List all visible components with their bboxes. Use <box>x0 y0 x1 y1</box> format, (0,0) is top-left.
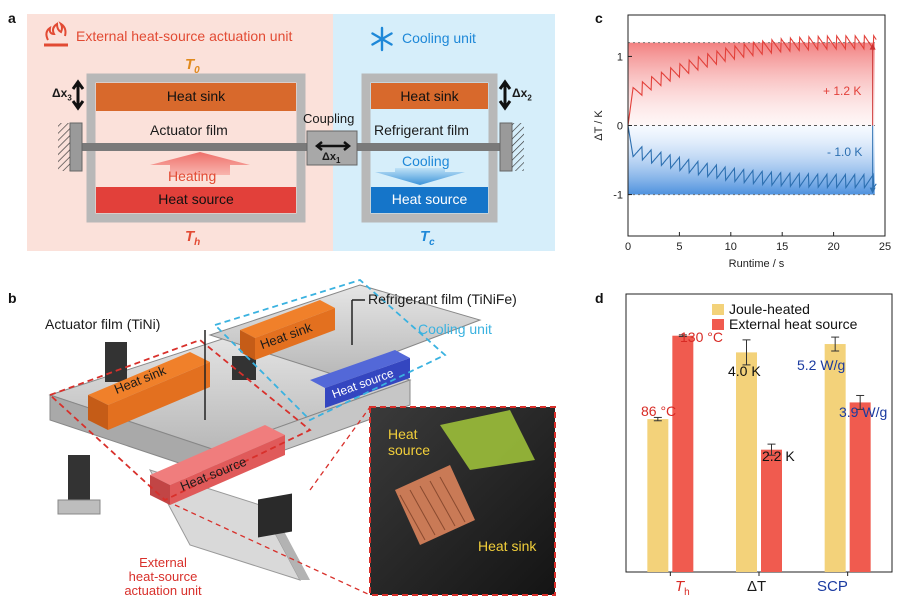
cooling-arrow <box>375 168 465 185</box>
heat-sink-right <box>371 83 488 109</box>
x-tick-label: 0 <box>625 241 631 253</box>
bar-label-22k: 2.2 K <box>762 448 795 464</box>
heat-sink-b1 <box>108 362 210 430</box>
chart-c-plus-label: + 1.2 K <box>823 84 862 98</box>
bar-0-2 <box>824 344 846 572</box>
external-line-1: External <box>139 555 187 570</box>
panel-d-label: d <box>595 290 604 306</box>
legend-label: Joule-heated <box>729 301 810 317</box>
x-tick-label: 10 <box>725 241 737 253</box>
heat-sink-right-label: Heat sink <box>400 88 459 104</box>
bar-1-0 <box>672 335 694 572</box>
series-line-0 <box>627 33 877 126</box>
photo-heat-sink-label: Heat sink <box>478 538 537 554</box>
bar-0-1 <box>736 352 757 572</box>
panel-a-label: a <box>8 10 16 26</box>
cooling-unit-title: Cooling unit <box>402 30 476 46</box>
x-tick-label: 20 <box>827 241 839 253</box>
external-unit-label: External heat-source actuation unit <box>108 556 218 598</box>
upper-band <box>628 42 875 126</box>
t0-label: T0 <box>185 56 200 76</box>
heating-arrow <box>150 152 250 175</box>
tc-label: Tc <box>420 228 435 248</box>
bar-label-52: 5.2 W/g <box>797 357 846 373</box>
actuation-unit-title: External heat-source actuation unit <box>76 28 293 44</box>
bar-0-0 <box>647 419 669 572</box>
refrigerant-film-label: Refrigerant film <box>374 122 469 138</box>
heat-source-left-label: Heat source <box>158 191 234 207</box>
actuator-film-tini-label: Actuator film (TiNi) <box>45 316 161 332</box>
legend-swatch <box>712 319 724 330</box>
photo-heat-source-label: Heat source <box>388 426 431 458</box>
coupling-label: Coupling <box>303 111 355 126</box>
heat-source-b2 <box>325 358 410 408</box>
photo-pcb <box>440 410 535 470</box>
heating-label: Heating <box>168 168 217 184</box>
x-axis-label: Runtime / s <box>729 258 785 270</box>
dx2-label: Δx2 <box>512 86 532 103</box>
x-tick-label: 5 <box>676 241 682 253</box>
legend-swatch <box>712 304 724 315</box>
bar-label-86: 86 °C <box>641 403 677 419</box>
y-tick-label: 0 <box>617 121 623 133</box>
legend-label: External heat source <box>729 316 858 332</box>
chart-c-minus-label: - 1.0 K <box>827 145 863 159</box>
cooling-unit-outline <box>213 278 447 422</box>
heat-sink-b2 <box>255 308 335 360</box>
actuation-unit-outline <box>48 338 312 502</box>
bar-1-2 <box>849 402 871 572</box>
heat-sink-left-label: Heat sink <box>166 88 226 104</box>
bar-label-39: 3.9 W/g <box>839 404 888 420</box>
heat-source-right <box>371 187 488 213</box>
x-label-th: Th <box>675 578 690 598</box>
lower-band <box>628 125 875 195</box>
cooling-unit-b-label: Cooling unit <box>418 321 492 337</box>
double-arrow-icon <box>314 141 352 151</box>
film-bar <box>82 143 512 151</box>
y-axis-label: ΔT / K <box>593 110 605 141</box>
snowflake-icon <box>371 26 393 52</box>
th-label: Th <box>185 228 201 248</box>
heat-source-right-label: Heat source <box>391 191 468 207</box>
cooling-label: Cooling <box>402 153 450 169</box>
coupling-block <box>306 130 358 166</box>
external-line-2: heat-source <box>128 569 198 584</box>
y-tick-label: 1 <box>617 51 623 63</box>
bar-1-1 <box>761 449 782 572</box>
x-tick-label: 15 <box>776 241 788 253</box>
heat-source-left <box>96 187 296 213</box>
x-tick-label: 25 <box>879 241 891 253</box>
vertical-double-arrow-icon <box>71 79 512 111</box>
panel-b-label: b <box>8 290 17 306</box>
dx3-label: Δx3 <box>52 86 72 103</box>
x-label-dt: ΔT <box>747 578 767 595</box>
left-foot <box>68 455 90 505</box>
end-block <box>258 493 292 538</box>
heat-sink-left <box>96 83 296 111</box>
flame-icon <box>44 21 68 47</box>
panel-c-label: c <box>595 10 603 26</box>
actuator-film-label: Actuator film <box>150 122 228 138</box>
dx1-label: Δx1 <box>322 151 341 166</box>
y-tick-label: -1 <box>613 190 623 202</box>
bar-label-130: 130 °C <box>680 329 723 345</box>
refrigerant-film-tinife-label: Refrigerant film (TiNiFe) <box>368 291 517 307</box>
series-line-1 <box>627 125 877 190</box>
external-line-3: actuation unit <box>124 583 202 598</box>
x-label-scp: SCP <box>817 578 848 595</box>
bar-label-4k: 4.0 K <box>728 363 761 379</box>
